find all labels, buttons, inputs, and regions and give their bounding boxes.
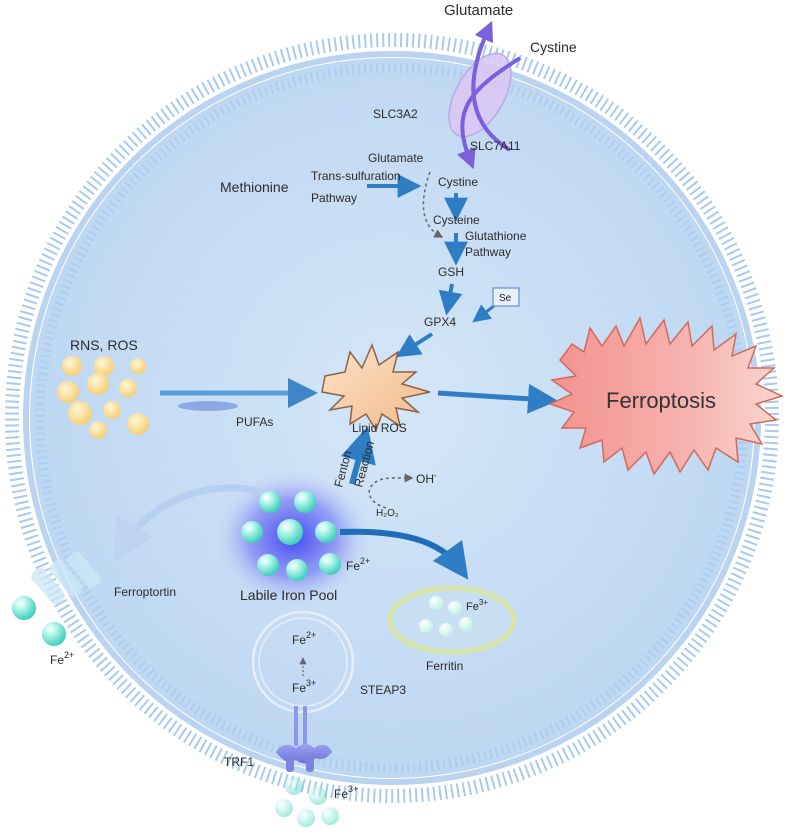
ferritin-shell [387,585,517,655]
glutamate-export-arrow [471,20,512,152]
endosome-fe2-label: Fe2+ [292,630,316,647]
gpx4-inhibit-arrow [395,332,434,358]
exported-iron-2 [42,622,66,646]
se-box [492,287,520,307]
ferroptosis-label: Ferroptosis [606,388,716,413]
se-label: Se [499,293,512,304]
gsh-label: GSH [438,265,464,279]
oh-label: OH- [416,471,437,486]
trf1-label: TRF1 [224,755,254,769]
lipid-ros-label: Lipid ROS [352,421,407,435]
oh-dashed-arrow [368,473,414,509]
gsh-to-gpx4-arrow [438,283,463,316]
se-to-gpx4-arrow [472,304,495,323]
pathway-label-1: Pathway [311,191,357,205]
ferroptosis-burst [547,315,785,476]
methionine-label: Methionine [220,179,289,195]
trans-sulfuration-label: Trans-sulfuration [311,169,401,183]
lipid-ros-shape [321,342,431,432]
lip-fe2-label: Fe2+ [346,556,370,573]
pufa-shape [178,401,238,411]
labile-iron-pool [213,468,373,608]
slc3a2-label: SLC3A2 [373,107,418,121]
trf1-receptor [276,706,332,772]
gpx4-label: GPX4 [424,315,456,329]
ferroptortin-label: Ferroptortin [114,585,176,599]
to-ferroptosis-arrow [437,383,558,414]
ferroportin-channel [31,551,101,605]
rns-ros-label: RNS, ROS [70,337,138,353]
glutamate-out-label: Glutamate [444,2,513,19]
labile-iron-pool-label: Labile Iron Pool [240,587,337,603]
cysteine-label: Cysteine [433,213,480,227]
ferritin-label: Ferritin [426,659,463,673]
ros-spheres [57,356,149,439]
cystine-import-arrow [457,56,522,170]
storage-arrow [339,528,469,580]
ferritin-fe3-label: Fe3+ [466,598,488,613]
glutamate-dashed-arrow [422,171,444,238]
exported-fe2-label: Fe2+ [50,650,74,667]
pufas-label: PUFAs [236,415,273,429]
export-arrow [113,484,263,563]
cystine-out-label: Cystine [530,39,577,55]
cystine-in-label: Cystine [438,175,478,189]
h2o2-label: H₂O₂ [376,508,399,519]
exported-iron-1 [12,596,36,620]
pathway-label-2: Pathway [465,245,511,259]
glutathione-label: Glutathione [465,229,527,243]
slc-transporter [448,20,522,170]
fenton-arrow [340,426,376,485]
extracellular-fe3-label: Fe3+ [334,784,358,801]
endosome-fe3-label: Fe3+ [292,678,316,695]
slc7a11-label: SLC7A11 [470,139,521,153]
steap3-label: STEAP3 [360,683,406,697]
glutamate-in-label: Glutamate [368,151,424,165]
extracellular-iron [275,777,339,827]
